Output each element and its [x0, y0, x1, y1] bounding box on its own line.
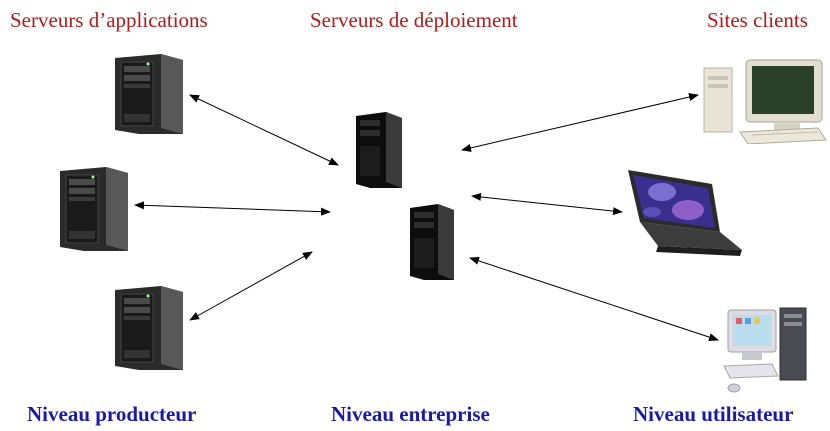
server-tower-icon [115, 286, 183, 370]
arrow-deploy-workstation [469, 257, 719, 341]
arrow-app2-deploy [134, 201, 331, 216]
laptop-computer-icon [628, 170, 742, 256]
desktop-computer-icon [703, 59, 827, 144]
header-deployment-servers: Serveurs de déploiement [310, 8, 518, 32]
footer-enterprise-level: Niveau entreprise [331, 402, 490, 426]
workstation-computer-icon [723, 307, 807, 393]
server-tower-icon [60, 167, 128, 251]
server-tower-dark-icon [410, 204, 454, 280]
arrow-deploy-laptop [471, 192, 623, 216]
arrow-app3-deploy [189, 251, 313, 321]
arrow-app1-deploy [189, 94, 339, 166]
server-tower-dark-icon [356, 112, 402, 188]
footer-user-level: Niveau utilisateur [633, 402, 794, 426]
header-application-servers: Serveurs d’applications [10, 8, 208, 32]
header-client-sites: Sites clients [707, 8, 808, 32]
footer-producer-level: Niveau producteur [27, 402, 197, 426]
arrow-deploy-desktop [461, 93, 699, 152]
server-tower-icon [115, 54, 183, 134]
